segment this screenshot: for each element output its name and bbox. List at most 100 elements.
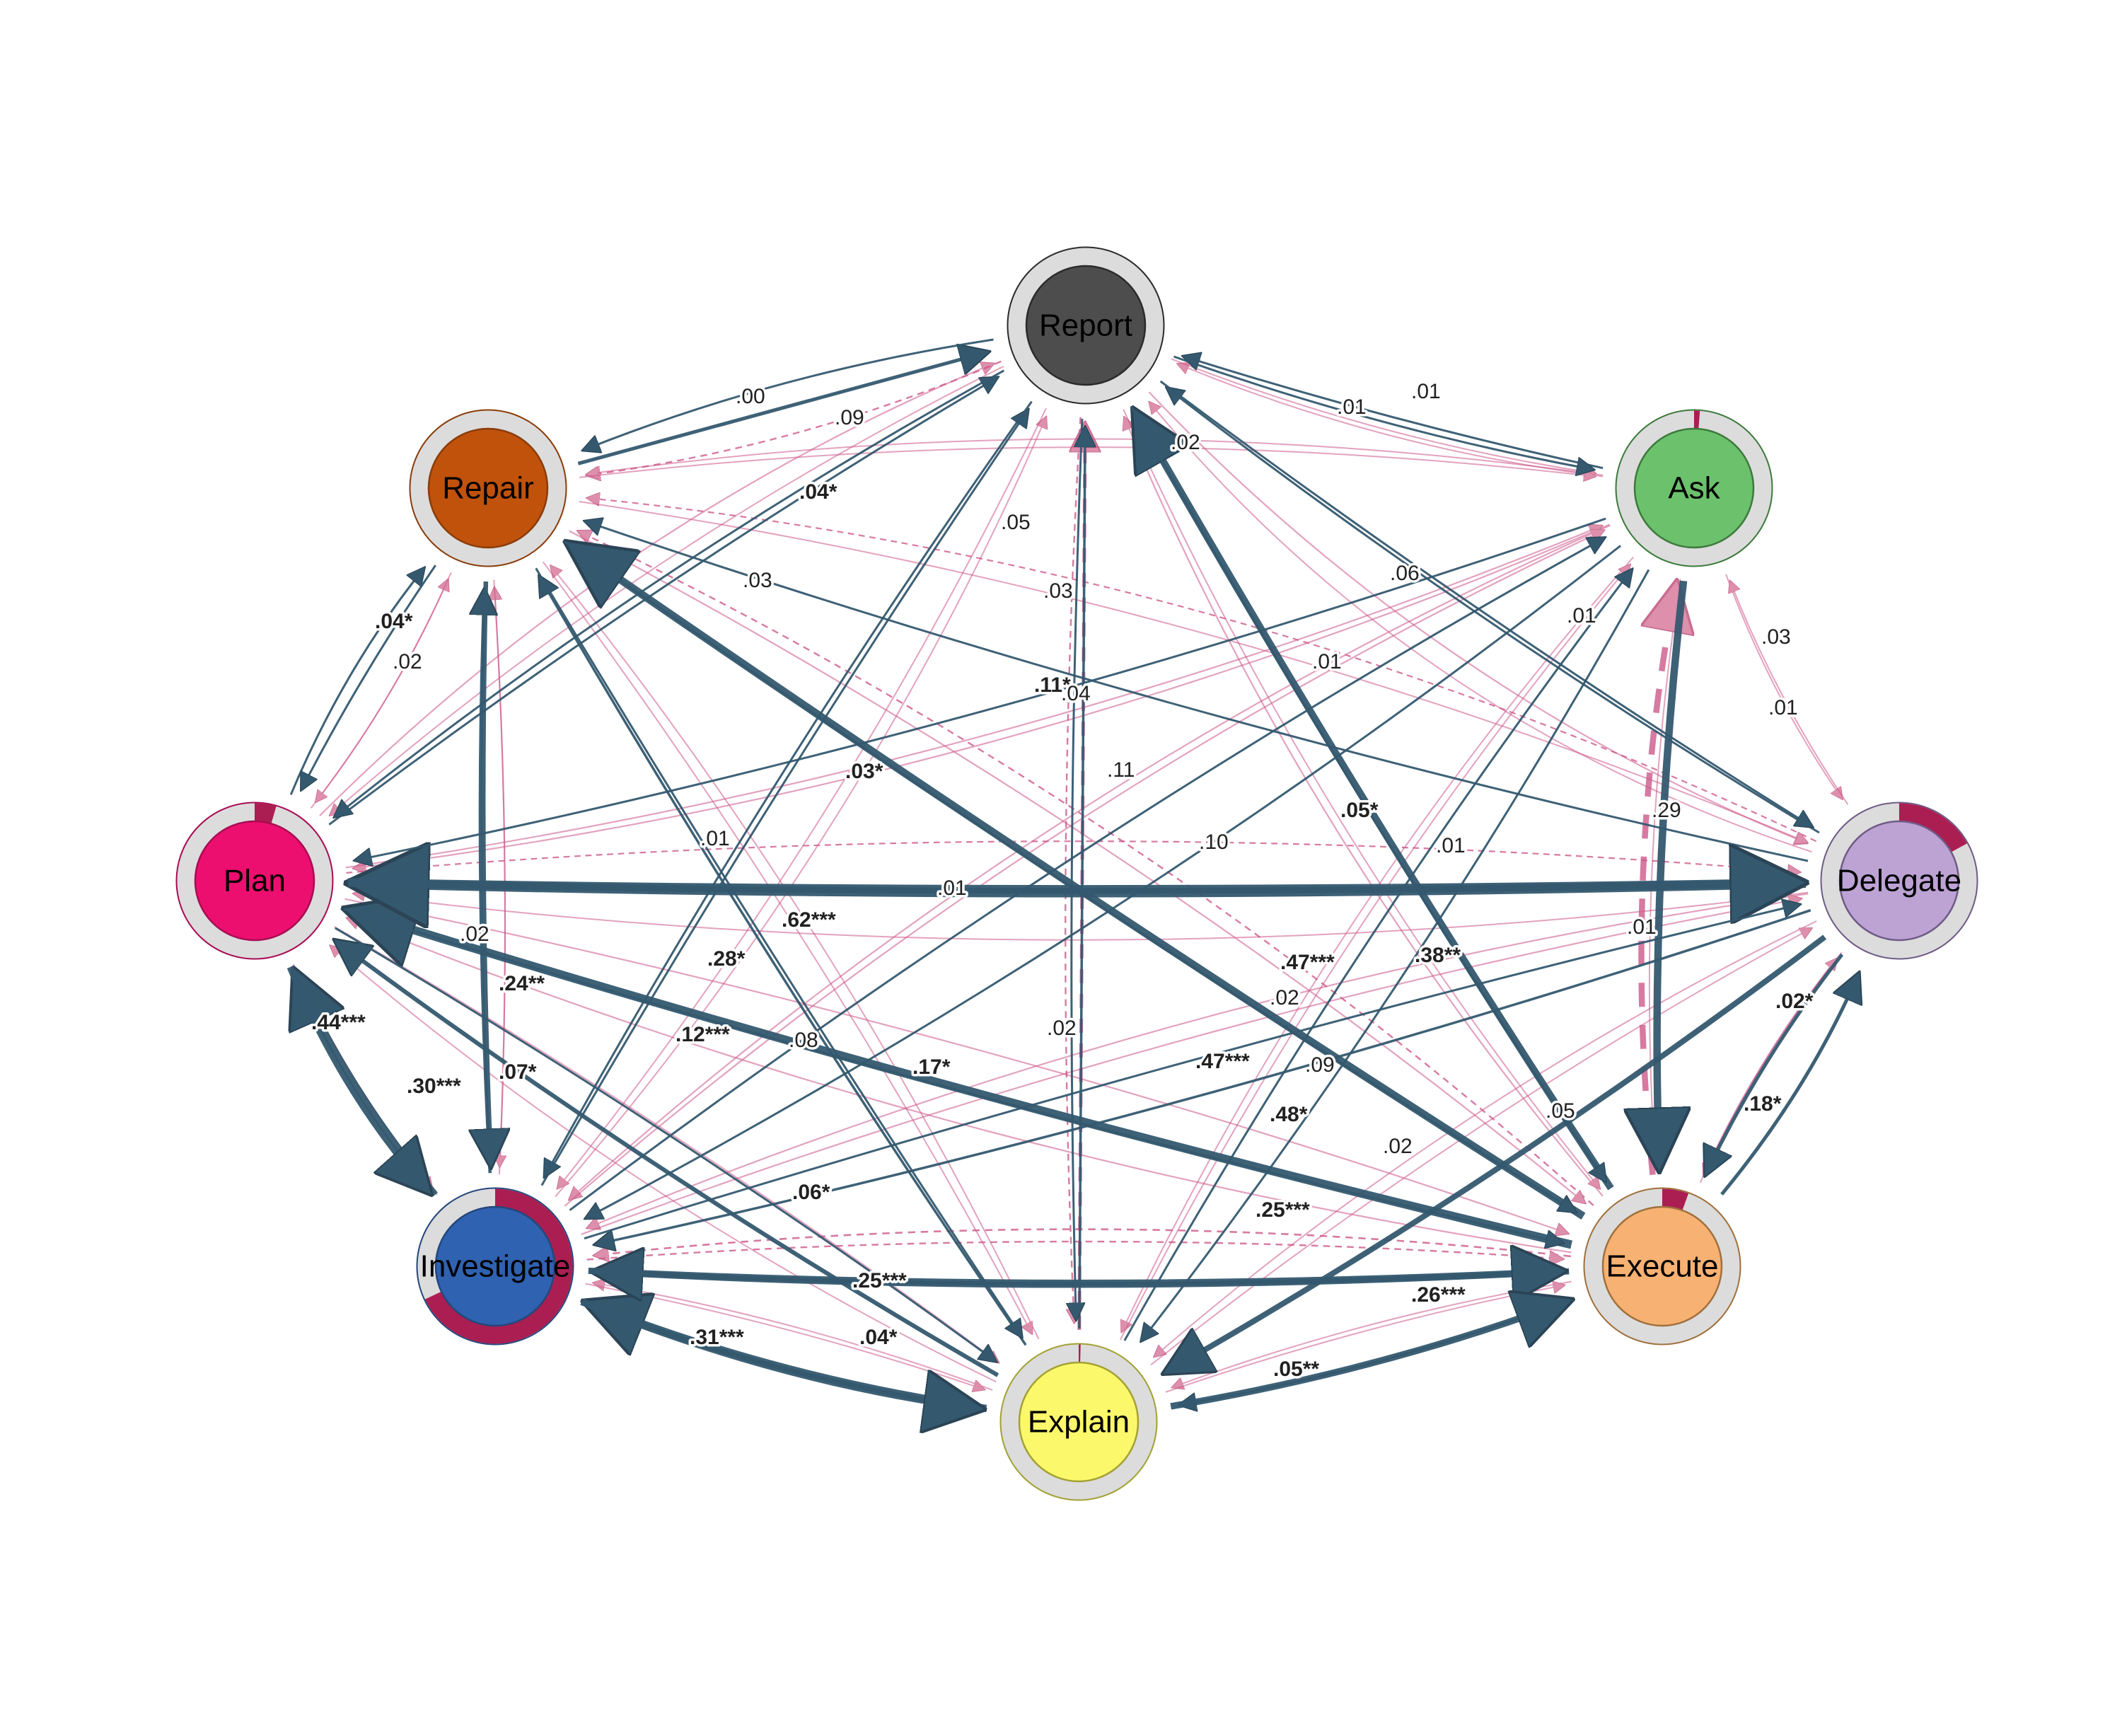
edge-plan-to-delegate: [347, 883, 1796, 890]
edge-label: .05**: [1273, 1358, 1319, 1381]
edge-label-halo: .07*: [499, 1060, 537, 1084]
edge-repair-to-explain: [542, 561, 1032, 1333]
node-delegate[interactable]: Delegate: [1820, 802, 1978, 960]
edge-label: .06: [1390, 562, 1420, 585]
edge-label: .09: [835, 406, 864, 429]
edge-label-halo: .05**: [1273, 1358, 1319, 1381]
edge-investigate-to-report: [555, 417, 1046, 1198]
edge-repair-to-ask: [579, 446, 1594, 478]
edge-investigate-to-explain: [580, 1298, 976, 1408]
node-investigate[interactable]: Investigate: [416, 1187, 574, 1346]
edge-label: .17*: [912, 1055, 951, 1079]
edge-delegate-to-execute: [1707, 953, 1844, 1173]
edge-execute-to-report: [1137, 415, 1614, 1191]
edge-ask-to-execute: [1657, 580, 1683, 1163]
edge-plan-to-explain: [334, 926, 998, 1362]
edge-label-halo: .01: [937, 876, 967, 900]
node-label-plan: Plan: [224, 864, 286, 898]
edge-plan-to-repair: [289, 569, 424, 795]
edge-label: .25***: [1256, 1198, 1310, 1222]
edge-label-halo: .11*: [1034, 673, 1071, 697]
edge-label-halo: .06: [1390, 562, 1420, 585]
edge-label-halo: .01: [700, 827, 730, 850]
edge-execute-to-plan: [353, 911, 1572, 1249]
edge-label: .28*: [707, 947, 746, 971]
node-inner-disc: [1025, 265, 1147, 386]
edge-label-halo: .26***: [1411, 1283, 1466, 1307]
edge-label-halo: .00: [736, 385, 765, 408]
edge-investigate-to-ask: [564, 531, 1603, 1207]
edge-report-to-delegate: [1159, 380, 1811, 826]
edge-label-halo: .10: [1199, 831, 1229, 854]
edge-repair-to-report: [577, 352, 986, 465]
edge-label: .02: [1047, 1017, 1077, 1040]
edge-ask-to-repair: [588, 438, 1604, 475]
edge-label-halo: .11: [1107, 758, 1135, 782]
node-label-execute: Execute: [1606, 1249, 1719, 1284]
edge-label: .24**: [499, 972, 545, 995]
edge-label: .01: [937, 876, 967, 900]
node-report[interactable]: Report: [1007, 246, 1165, 405]
node-repair[interactable]: Repair: [409, 409, 567, 567]
edge-label: .08: [789, 1029, 818, 1052]
edge-label-halo: .01: [1768, 696, 1798, 719]
edge-delegate-to-ask: [1730, 581, 1849, 805]
edge-label: .62***: [782, 908, 836, 932]
edge-label: .05*: [1340, 799, 1379, 822]
edge-label-halo: .48*: [1270, 1103, 1308, 1126]
edge-execute-to-repair: [579, 531, 1594, 1206]
node-ring-base: [1008, 248, 1164, 403]
node-ring-variance: [1898, 803, 1967, 852]
edge-label-halo: .03: [743, 569, 772, 592]
edge-delegate-to-report: [1168, 388, 1820, 834]
edge-plan-to-report: [328, 378, 997, 826]
edge-label-halo: .02: [1171, 431, 1200, 454]
edge-labels-group: .00.00.09.09.04*.04*.03.03.05.05.02.02.0…: [309, 378, 1816, 1384]
edge-label-halo: .12***: [676, 1023, 730, 1046]
node-explain[interactable]: Explain: [999, 1343, 1158, 1501]
edge-label-halo: .29: [1652, 799, 1681, 822]
edge-repair-to-investigate: [493, 579, 505, 1166]
edge-label: .03: [1761, 625, 1791, 649]
edge-label-halo: .30***: [407, 1075, 461, 1098]
edge-explain-to-repair: [551, 567, 1040, 1340]
edge-label: .02: [1270, 986, 1299, 1009]
edge-report-to-repair: [584, 338, 994, 450]
edge-label-halo: .01: [1411, 380, 1441, 403]
edge-label-halo: .04: [1061, 682, 1091, 705]
node-execute[interactable]: Execute: [1583, 1187, 1741, 1346]
edge-label-halo: .02: [1270, 986, 1299, 1009]
edge-plan-to-delegate: [346, 840, 1799, 873]
edge-delegate-to-repair: [586, 521, 1809, 862]
edge-execute-to-ask: [1638, 587, 1676, 1176]
node-plan[interactable]: Plan: [175, 802, 334, 960]
node-ring-variance: [1662, 1188, 1689, 1210]
edge-ask-to-plan: [356, 517, 1606, 860]
edge-label: .06*: [792, 1181, 830, 1204]
edge-label: .03: [1043, 579, 1073, 603]
node-ask[interactable]: Ask: [1615, 409, 1773, 567]
edge-label: .04*: [859, 1326, 898, 1349]
edge-label: .07*: [499, 1060, 537, 1084]
edge-label: .38**: [1415, 944, 1461, 967]
edge-label: .01: [1436, 834, 1466, 857]
edge-plan-to-explain: [335, 927, 995, 1361]
edge-repair-to-investigate: [483, 581, 491, 1163]
edge-label-halo: .25***: [852, 1269, 907, 1292]
edge-label: .02: [1383, 1135, 1413, 1158]
edge-label-halo: .28*: [707, 947, 746, 971]
edge-label-halo: .18*: [1744, 1092, 1782, 1116]
edge-delegate-to-investigate: [596, 909, 1811, 1244]
edge-label: .01: [1312, 650, 1342, 673]
edge-delegate-to-execute: [1704, 951, 1843, 1174]
edge-label: .00: [736, 385, 765, 408]
edge-report-to-explain: [1065, 417, 1080, 1321]
edge-label: .02*: [1775, 990, 1814, 1013]
edge-ask-to-explain: [1142, 569, 1650, 1340]
edge-label-halo: .05*: [1340, 799, 1379, 822]
edge-label: .02: [460, 922, 489, 946]
edge-label-halo: .02: [393, 650, 422, 673]
edge-label-halo: .47***: [1280, 951, 1335, 974]
